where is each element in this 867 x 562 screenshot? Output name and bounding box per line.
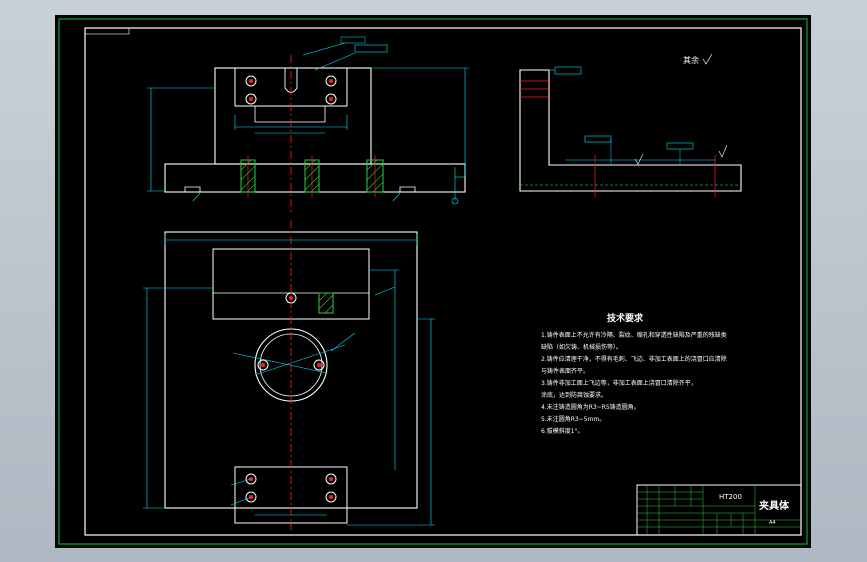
part-name-text: 夹具体 [759,499,790,512]
tech-line-5: 3.铸件非加工面上飞边等，非加工表面上浇冒口清除齐平， [541,379,697,387]
tech-line-2: 缺陷（如欠铸、机械损伤等）。 [541,343,622,351]
title-block: HT200 夹具体 A4 [636,484,802,536]
tech-line-7: 4.未注铸造圆角为R3~R5铸造圆角。 [541,403,640,411]
tech-line-3: 2.铸件应清理干净，不得有毛刺、飞边、非加工表面上的浇冒口应清除 [541,355,727,363]
material-text: HT200 [719,493,742,501]
outer-frame [58,18,808,545]
drawing-canvas: 其余 [58,18,808,545]
front-view [147,36,469,215]
drawing-number-box [84,27,130,35]
tech-line-8: 5.未注圆角R3~5mm。 [541,415,605,423]
tech-title: 技术要求 [607,312,644,324]
surface-finish-note: 其余 [683,55,699,65]
tech-requirements: 技术要求 1.铸件表面上不允许有冷隔、裂纹、缩孔和穿透性缺陷及严重的残缺类 缺陷… [541,312,727,435]
cad-viewport[interactable]: 其余 [55,15,811,548]
tech-line-6: 涂底，达到防腐蚀要求。 [541,391,607,399]
scale-text: A4 [769,520,776,526]
tech-line-4: 与铸件表面齐平。 [541,367,589,375]
surface-finish-symbol [702,53,713,65]
inner-frame [84,27,802,536]
side-view [519,66,742,197]
tech-line-9: 6.拔模斜度1°。 [541,427,584,435]
tech-line-1: 1.铸件表面上不允许有冷隔、裂纹、缩孔和穿透性缺陷及严重的残缺类 [541,331,727,339]
plan-view [143,220,435,530]
